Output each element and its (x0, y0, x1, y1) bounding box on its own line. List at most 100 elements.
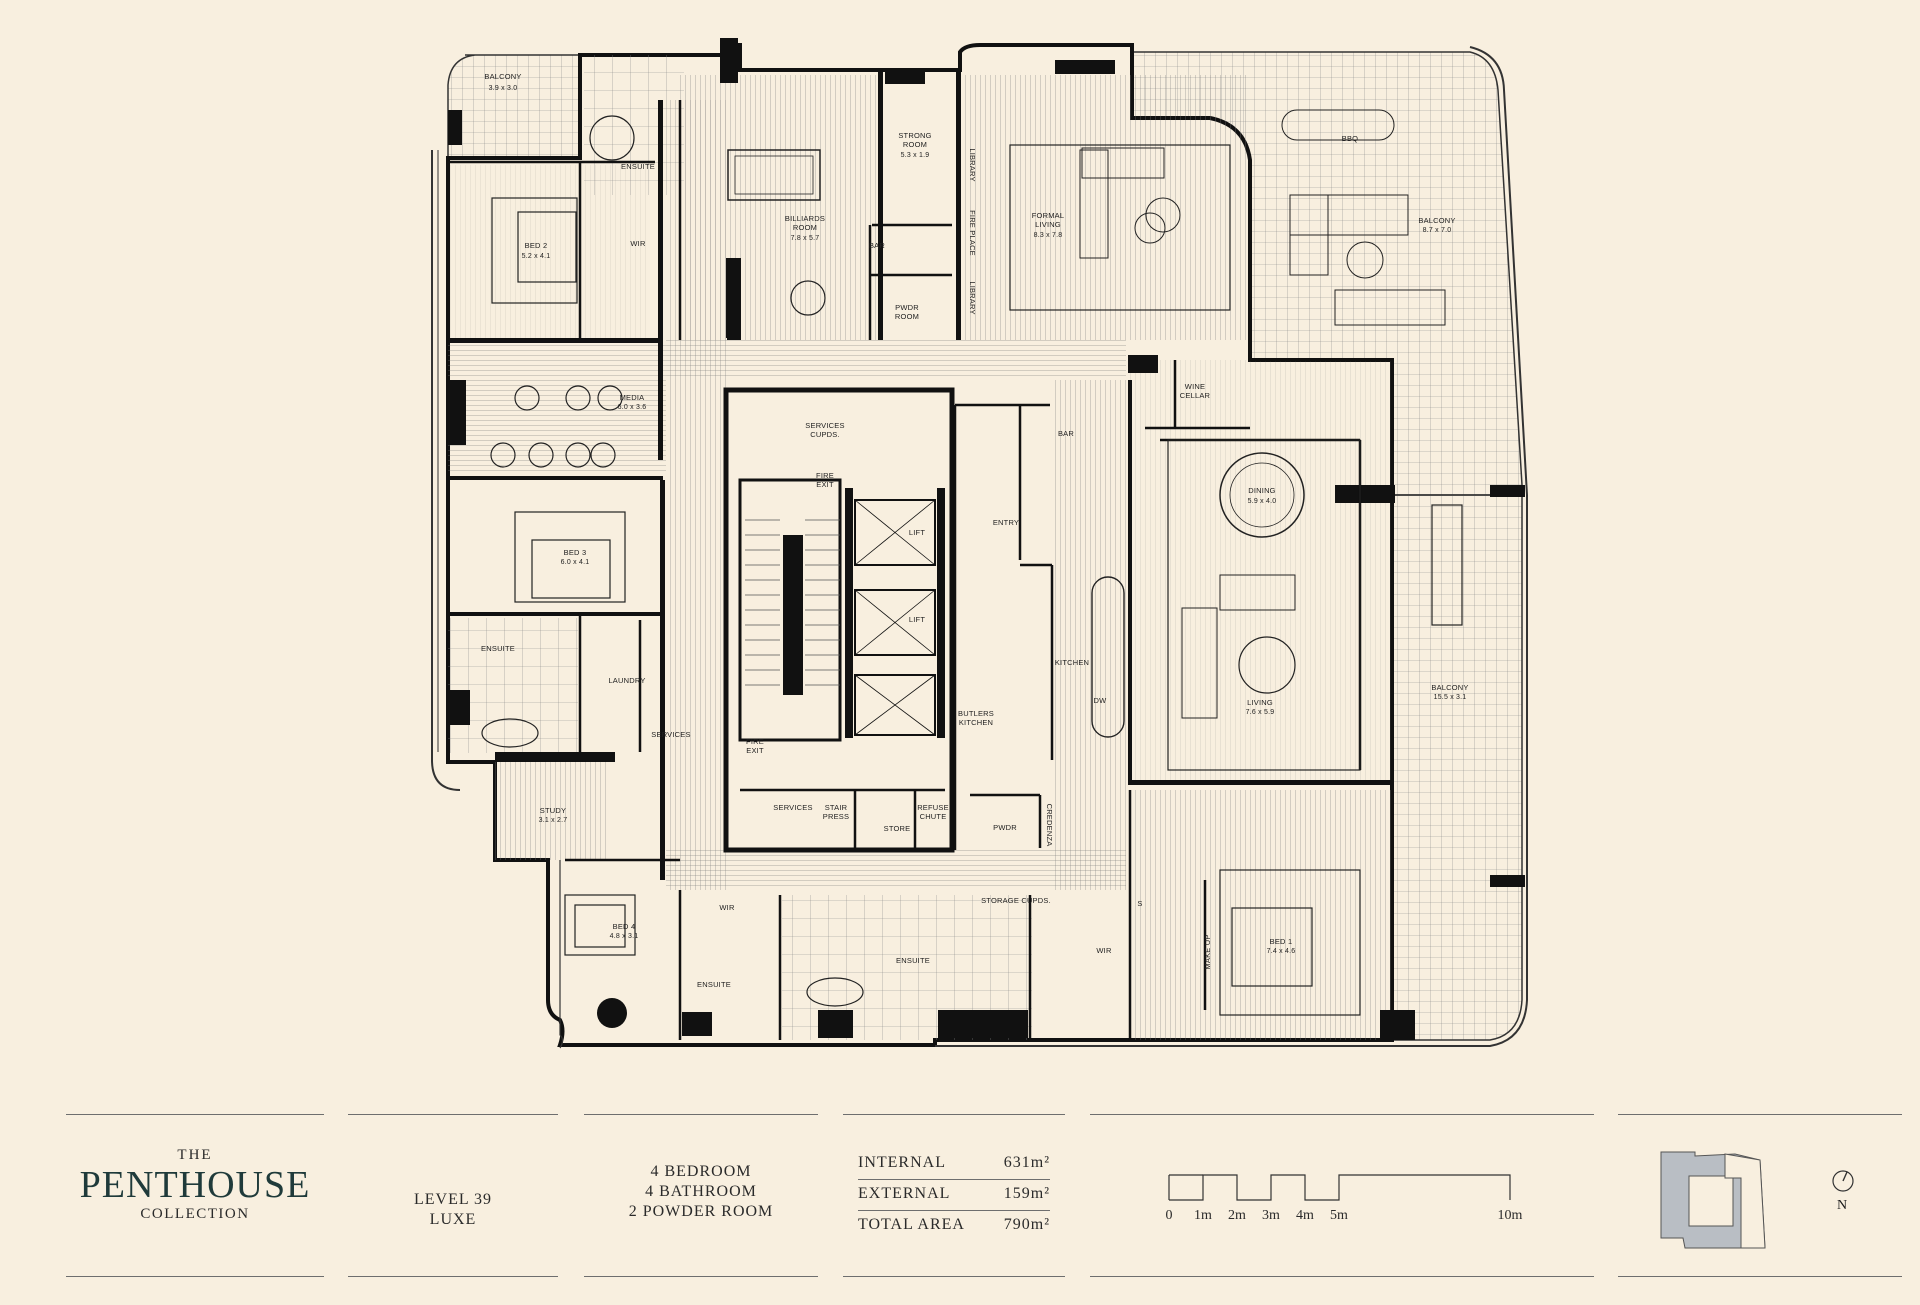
label-fire-place: FIRE PLACE (968, 210, 977, 256)
label-bar: BAR (1058, 429, 1074, 438)
label-credenza: CREDENZA (1045, 804, 1054, 847)
area-label: INTERNAL (858, 1154, 946, 1171)
area-value: 790m² (1003, 1216, 1050, 1233)
label-ensuite-w: ENSUITE (481, 644, 515, 653)
balcony-e-area (1391, 494, 1523, 1041)
label-living: LIVING (1247, 698, 1273, 707)
label-dining: DINING (1248, 486, 1275, 495)
label-formal-living-2: LIVING (1035, 220, 1061, 229)
area-row-total: TOTAL AREA 790m² (858, 1211, 1050, 1241)
scale-label-5m: 5m (1330, 1208, 1348, 1223)
rule-top-6 (1618, 1114, 1902, 1115)
label-refuse: REFUSE (917, 803, 949, 812)
label-bed4: BED 4 (613, 922, 636, 931)
label-bed1: BED 1 (1270, 937, 1293, 946)
area-value: 631m² (1003, 1154, 1050, 1171)
label-wir-bed4: WIR (719, 903, 735, 912)
label-strong-room: STRONG (898, 131, 931, 140)
label-services-cupds-2: CUPDS. (810, 430, 840, 439)
label-fire-exit-top-2: EXIT (816, 480, 834, 489)
dim-bed4: 4.8 x 3.1 (610, 933, 639, 940)
bed1-floor (1130, 790, 1392, 1040)
formal-living-floor (960, 75, 1250, 340)
level-name: LUXE (429, 1211, 477, 1228)
label-library-2: LIBRARY (968, 281, 977, 314)
key-plan (1660, 1151, 1766, 1249)
powder-room-count: 2 POWDER ROOM (628, 1203, 774, 1220)
level-number: LEVEL 39 (413, 1191, 493, 1208)
label-stair-press-2: PRESS (823, 812, 849, 821)
dim-balcony-ne: 8.7 x 7.0 (1423, 227, 1452, 234)
label-billiards-2: ROOM (793, 223, 817, 232)
label-wir-bed1: WIR (1096, 946, 1112, 955)
label-ensuite-s: ENSUITE (896, 956, 930, 965)
label-store: STORE (884, 824, 911, 833)
label-fire-exit-top: FIRE (816, 471, 834, 480)
label-balcony-ne: BALCONY (1418, 216, 1455, 225)
area-label: EXTERNAL (858, 1185, 951, 1202)
bathroom-count: 4 BATHROOM (645, 1183, 757, 1200)
label-pwdr-2: PWDR (993, 823, 1017, 832)
living-floor (1130, 360, 1392, 780)
scale-label-10m: 10m (1497, 1208, 1523, 1223)
label-bbq: BBQ (1342, 134, 1358, 143)
scale-label-2m: 2m (1228, 1208, 1246, 1223)
label-kitchen: KITCHEN (1055, 658, 1089, 667)
label-stair-press: STAIR (825, 803, 848, 812)
label-storage: STORAGE CUPDS. (981, 896, 1051, 905)
dim-media: 6.0 x 3.6 (618, 404, 647, 411)
label-balcony-e: BALCONY (1431, 683, 1468, 692)
label-services-c: SERVICES (773, 803, 812, 812)
area-value: 159m² (1003, 1185, 1050, 1202)
label-library-1: LIBRARY (968, 148, 977, 181)
label-services-cupds: SERVICES (805, 421, 844, 430)
label-services-w: SERVICES (651, 730, 690, 739)
rule-bot-3 (584, 1276, 818, 1277)
floor-plan: BALCONY 3.9 x 3.0 ENSUITE BED 2 5.2 x 4.… (431, 38, 1528, 1049)
ensuite-nw-tiles (584, 55, 684, 195)
area-row-internal: INTERNAL 631m² (858, 1149, 1050, 1180)
dim-balcony-e: 15.5 x 3.1 (1434, 694, 1467, 701)
corridor-north (666, 340, 1126, 380)
north-label: N (1836, 1198, 1848, 1213)
north-arrow-icon (1832, 1170, 1854, 1192)
label-ensuite-nw: ENSUITE (621, 162, 655, 171)
corridor-east (1052, 380, 1130, 890)
area-row-external: EXTERNAL 159m² (858, 1180, 1050, 1211)
label-lift-1: LIFT (909, 528, 925, 537)
balcony-nw-area (447, 54, 581, 159)
dim-study: 3.1 x 2.7 (539, 817, 568, 824)
label-wine-cellar-2: CELLAR (1180, 391, 1211, 400)
label-fire-exit-bot-2: EXIT (746, 746, 764, 755)
dim-living: 7.6 x 5.9 (1246, 709, 1275, 716)
balcony-long-table (1431, 504, 1463, 626)
label-wir-bed2: WIR (630, 239, 646, 248)
label-lift-2: LIFT (909, 615, 925, 624)
kitchen-island (1091, 576, 1125, 738)
label-pwdr-room-2: ROOM (895, 312, 919, 321)
dim-bed3: 6.0 x 4.1 (561, 559, 590, 566)
rule-top-2 (348, 1114, 558, 1115)
room-summary: 4 BEDROOM 4 BATHROOM 2 POWDER ROOM (584, 1162, 818, 1222)
dim-billiards: 7.8 x 5.7 (791, 235, 820, 242)
rule-top-1 (66, 1114, 324, 1115)
dim-strong-room: 5.3 x 1.9 (901, 152, 930, 159)
rule-top-5 (1090, 1114, 1594, 1115)
label-bed3: BED 3 (564, 548, 587, 557)
billiards-floor (680, 75, 880, 340)
room-labels: BALCONY 3.9 x 3.0 ENSUITE BED 2 5.2 x 4.… (481, 72, 1468, 989)
dim-balcony-nw: 3.9 x 3.0 (489, 85, 518, 92)
rule-bot-1 (66, 1276, 324, 1277)
scale-label-0: 0 (1165, 1208, 1173, 1223)
label-laundry: LAUNDRY (608, 676, 645, 685)
billiard-table (727, 149, 821, 201)
rule-bot-6 (1618, 1276, 1902, 1277)
core (723, 387, 955, 853)
dim-formal-living: 8.3 x 7.8 (1034, 232, 1063, 239)
label-dw: DW (1094, 696, 1108, 705)
label-s: S (1137, 899, 1142, 908)
scale-bar (1168, 1174, 1511, 1201)
ensuite-w-tiles (448, 618, 578, 753)
brand-main: PENTHOUSE (79, 1164, 311, 1206)
scale-label-4m: 4m (1296, 1208, 1314, 1223)
